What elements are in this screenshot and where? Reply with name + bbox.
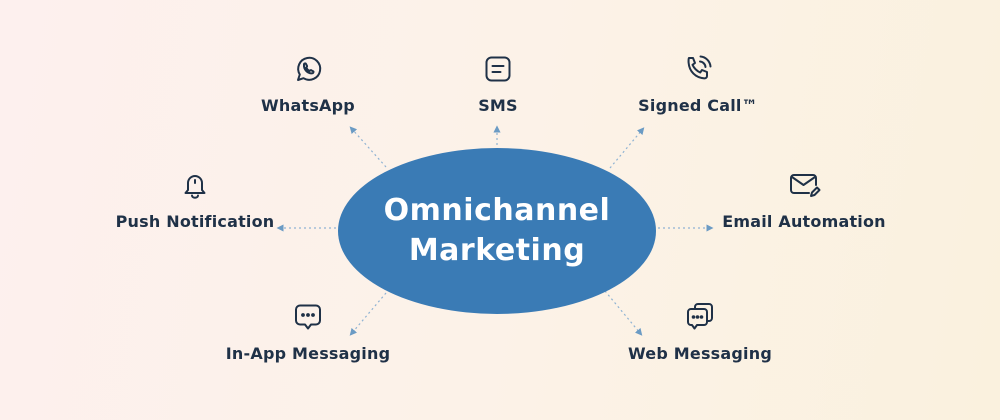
node-in-app-messaging: In-App Messaging [225,300,391,363]
node-sms: SMS [448,52,548,115]
node-whatsapp: WhatsApp [258,52,358,115]
center-hub-omnichannel-marketing: Omnichannel Marketing [338,148,656,314]
node-label: Signed Call™ [638,96,758,115]
connector-signed-call [609,127,645,169]
node-label: In-App Messaging [225,344,391,363]
node-push-notification: Push Notification [116,168,274,231]
connector-whatsapp [349,126,387,168]
node-email-automation: Email Automation [722,168,886,231]
hub-title-line2: Marketing [408,233,586,268]
node-label: Web Messaging [628,344,772,363]
phone-call-icon [681,52,715,86]
node-label: WhatsApp [261,96,355,115]
node-web-messaging: Web Messaging [628,300,772,363]
message-square-icon [481,52,515,86]
connector-web [604,290,643,336]
mail-edit-icon [787,168,821,202]
chat-bubble-dots-icon [291,300,325,334]
bell-icon [178,168,212,202]
node-label: Push Notification [115,212,275,231]
connector-in-app [349,292,387,336]
node-signed-call: Signed Call™ [628,52,768,115]
node-label: SMS [478,96,518,115]
whatsapp-icon [291,52,325,86]
hub-title-line1: Omnichannel [383,193,611,228]
chat-bubbles-stacked-icon [683,300,717,334]
node-label: Email Automation [722,212,886,231]
